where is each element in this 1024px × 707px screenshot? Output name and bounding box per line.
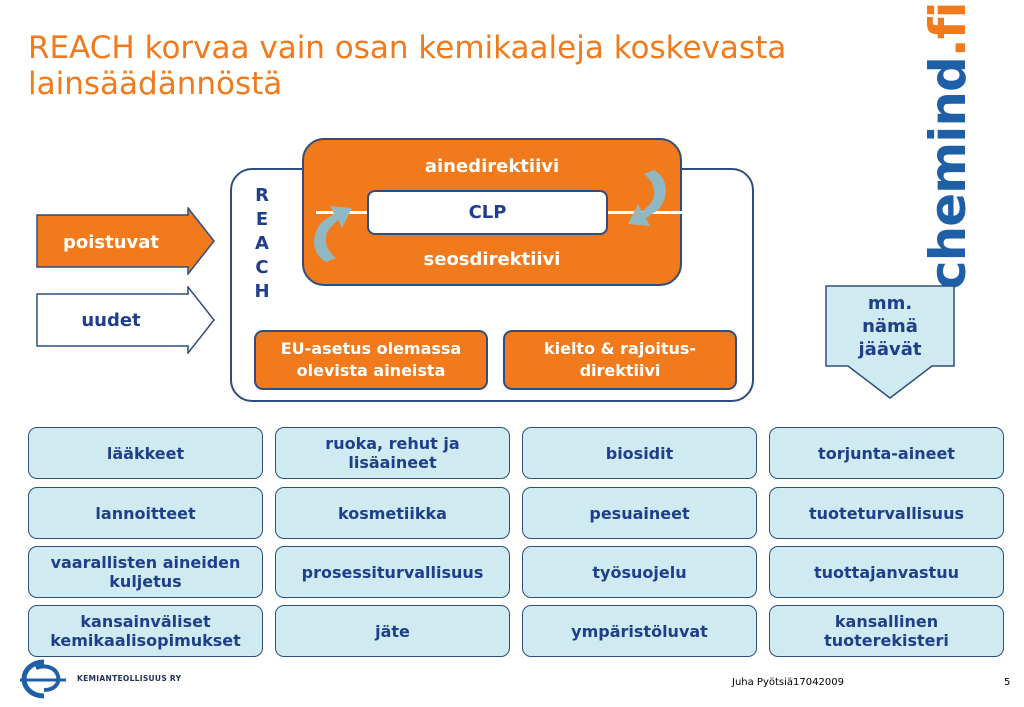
remain-line2: nämä bbox=[862, 316, 918, 337]
uudet-label: uudet bbox=[81, 310, 141, 331]
ainedirektiivi-label: ainedirektiivi bbox=[424, 156, 560, 177]
legislation-cell: pesuaineet bbox=[522, 487, 757, 539]
legislation-cell: ruoka, rehut ja lisäaineet bbox=[275, 427, 510, 479]
reach-vertical-label: R E A C H bbox=[251, 184, 273, 304]
chemind-logo: chemind.fi bbox=[918, 2, 978, 290]
footer-author-date: Juha Pyötsiä17042009 bbox=[732, 677, 844, 688]
remain-down-arrow-icon bbox=[825, 285, 955, 399]
legislation-cell: työsuojelu bbox=[522, 546, 757, 598]
footer-organization: KEMIANTEOLLISUUS RY bbox=[77, 674, 182, 683]
seosdirektiivi-label: seosdirektiivi bbox=[423, 249, 561, 270]
kielto-line2: direktiivi bbox=[579, 361, 661, 380]
legislation-cell: biosidit bbox=[522, 427, 757, 479]
legislation-cell: ympäristöluvat bbox=[522, 605, 757, 657]
cycle-arrow-right-icon bbox=[628, 170, 666, 226]
legislation-cell: torjunta-aineet bbox=[769, 427, 1004, 479]
kielto-line1: kielto & rajoitus- bbox=[543, 339, 697, 358]
reach-letter: A bbox=[255, 233, 269, 254]
eu-asetus-box: EU-asetus olemassa olevista aineista bbox=[254, 330, 488, 390]
reach-letter: C bbox=[255, 257, 269, 278]
poistuvat-label: poistuvat bbox=[62, 232, 160, 253]
poistuvat-arrow-icon bbox=[36, 207, 215, 275]
legislation-cell: tuoteturvallisuus bbox=[769, 487, 1004, 539]
reach-letter: R bbox=[255, 185, 269, 206]
page-number: 5 bbox=[1004, 677, 1011, 688]
legislation-cell: lannoitteet bbox=[28, 487, 263, 539]
legislation-cell: tuottajanvastuu bbox=[769, 546, 1004, 598]
kielto-rajoitus-box: kielto & rajoitus-direktiivi bbox=[503, 330, 737, 390]
remain-line3: jäävät bbox=[858, 339, 922, 360]
clp-box: CLP bbox=[367, 190, 608, 235]
legislation-cell: vaarallisten aineiden kuljetus bbox=[28, 546, 263, 598]
eu-asetus-line2: olevista aineista bbox=[296, 361, 446, 380]
logo-text-main: chemind bbox=[919, 57, 977, 290]
reach-letter: E bbox=[255, 209, 269, 230]
cycle-arrow-left-icon bbox=[314, 206, 352, 262]
slide-title: REACH korvaa vain osan kemikaaleja koske… bbox=[28, 30, 787, 102]
legislation-cell: prosessiturvallisuus bbox=[275, 546, 510, 598]
remain-line1: mm. bbox=[867, 293, 913, 314]
eu-asetus-line1: EU-asetus olemassa bbox=[280, 339, 462, 358]
legislation-cell: lääkkeet bbox=[28, 427, 263, 479]
remain-label: mm. nämä jäävät bbox=[824, 292, 956, 361]
reach-letter: H bbox=[254, 281, 270, 302]
legislation-cell: jäte bbox=[275, 605, 510, 657]
kemianteollisuus-logo-icon bbox=[20, 659, 66, 699]
logo-text-domain: .fi bbox=[919, 2, 977, 58]
legislation-cell: kansainväliset kemikaalisopimukset bbox=[28, 605, 263, 657]
legislation-cell: kosmetiikka bbox=[275, 487, 510, 539]
legislation-cell: kansallinen tuoterekisteri bbox=[769, 605, 1004, 657]
uudet-arrow-icon bbox=[36, 286, 215, 354]
